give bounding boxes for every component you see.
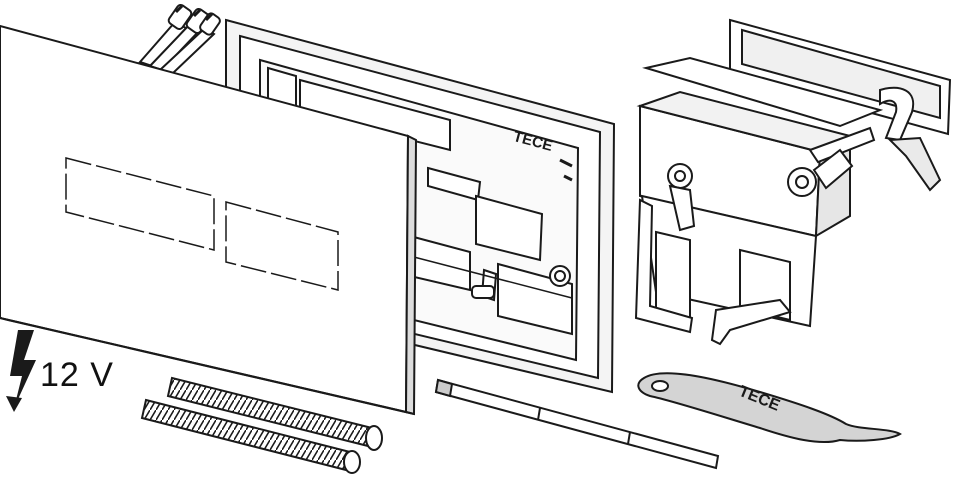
flush-button-zone-left: [65, 157, 215, 251]
flush-button-zone-right: [225, 201, 339, 291]
actuating-rod: [434, 378, 720, 470]
fixing-screw-upper: [166, 376, 383, 451]
lightning-bolt-icon: [6, 330, 36, 412]
voltage-label: 12 V: [40, 356, 114, 394]
fixing-screw-lower: [140, 398, 361, 474]
mounting-key-tool: [637, 372, 902, 444]
glass-cover-plate: [0, 24, 418, 416]
flush-control-module: [634, 18, 952, 346]
connection-cables: [138, 3, 221, 76]
